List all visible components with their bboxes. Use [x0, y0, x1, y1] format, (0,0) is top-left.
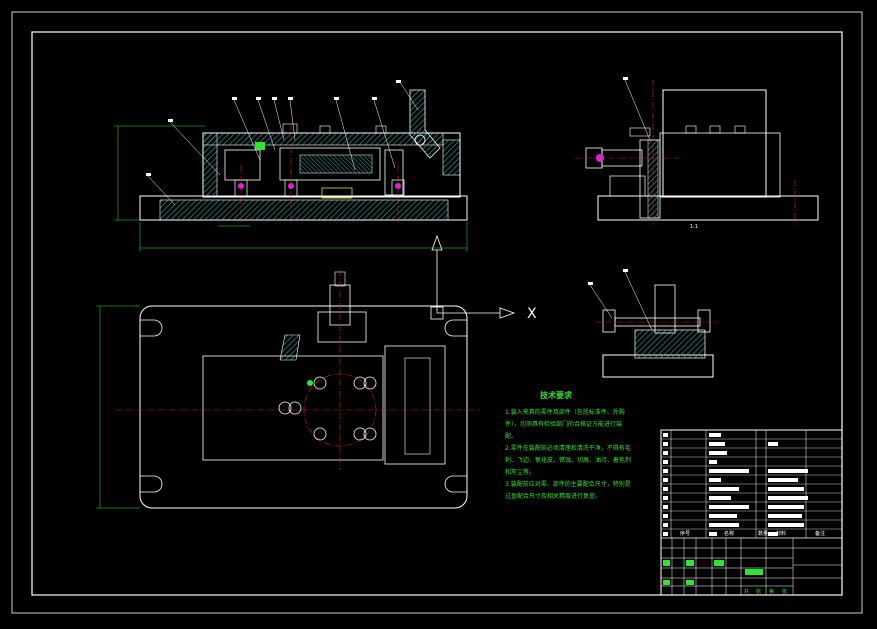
notes-title: 技术要求	[540, 390, 573, 400]
notes-line-6: 和灰尘等。	[505, 468, 535, 476]
notes-line-8: 过盈配合尺寸及相关精度进行复查。	[505, 492, 601, 500]
plan-view: X	[96, 234, 537, 509]
front-view	[114, 80, 468, 252]
header-label-qty: 数量	[758, 530, 768, 537]
notes-line-7: 3.装配前应对零、部件的主要配合尺寸，特别是	[505, 480, 631, 488]
footer-label-total: 共	[744, 588, 749, 595]
footer-label-sheet-1: 张	[756, 588, 761, 595]
side-view-caption: 1:1	[690, 224, 698, 230]
footer-label-sheet-2: 张	[782, 588, 787, 595]
detail-view	[588, 269, 718, 378]
header-label-name: 名称	[724, 530, 734, 537]
notes-line-2: 件），均须具有检验部门的合格证方能进行装	[505, 420, 622, 428]
notes-line-1: 1.装入夹具的零件及部件（包括标准件、外购	[505, 408, 625, 416]
side-view: 1:1	[575, 77, 819, 230]
notes-line-4: 2.零件在装配前必须清理和清洗干净，不得有毛	[505, 444, 631, 452]
notes-line-3: 配。	[505, 433, 517, 440]
header-label-index: 序号	[680, 530, 690, 537]
header-label-material: 材料	[776, 530, 786, 537]
footer-label-number: 第	[769, 588, 774, 595]
header-label-remark: 备注	[815, 530, 825, 537]
technical-notes: 技术要求 1.装入夹具的零件及部件（包括标准件、外购 件），均须具有检验部门的合…	[505, 390, 631, 500]
sheet-border	[11, 11, 863, 614]
title-block: 序号 名称 数量 材料 备注	[660, 429, 843, 596]
axis-label-x: X	[527, 306, 537, 322]
notes-line-5: 刺、飞边、氧化皮、锈蚀、切屑、油污、着色剂	[505, 456, 631, 464]
